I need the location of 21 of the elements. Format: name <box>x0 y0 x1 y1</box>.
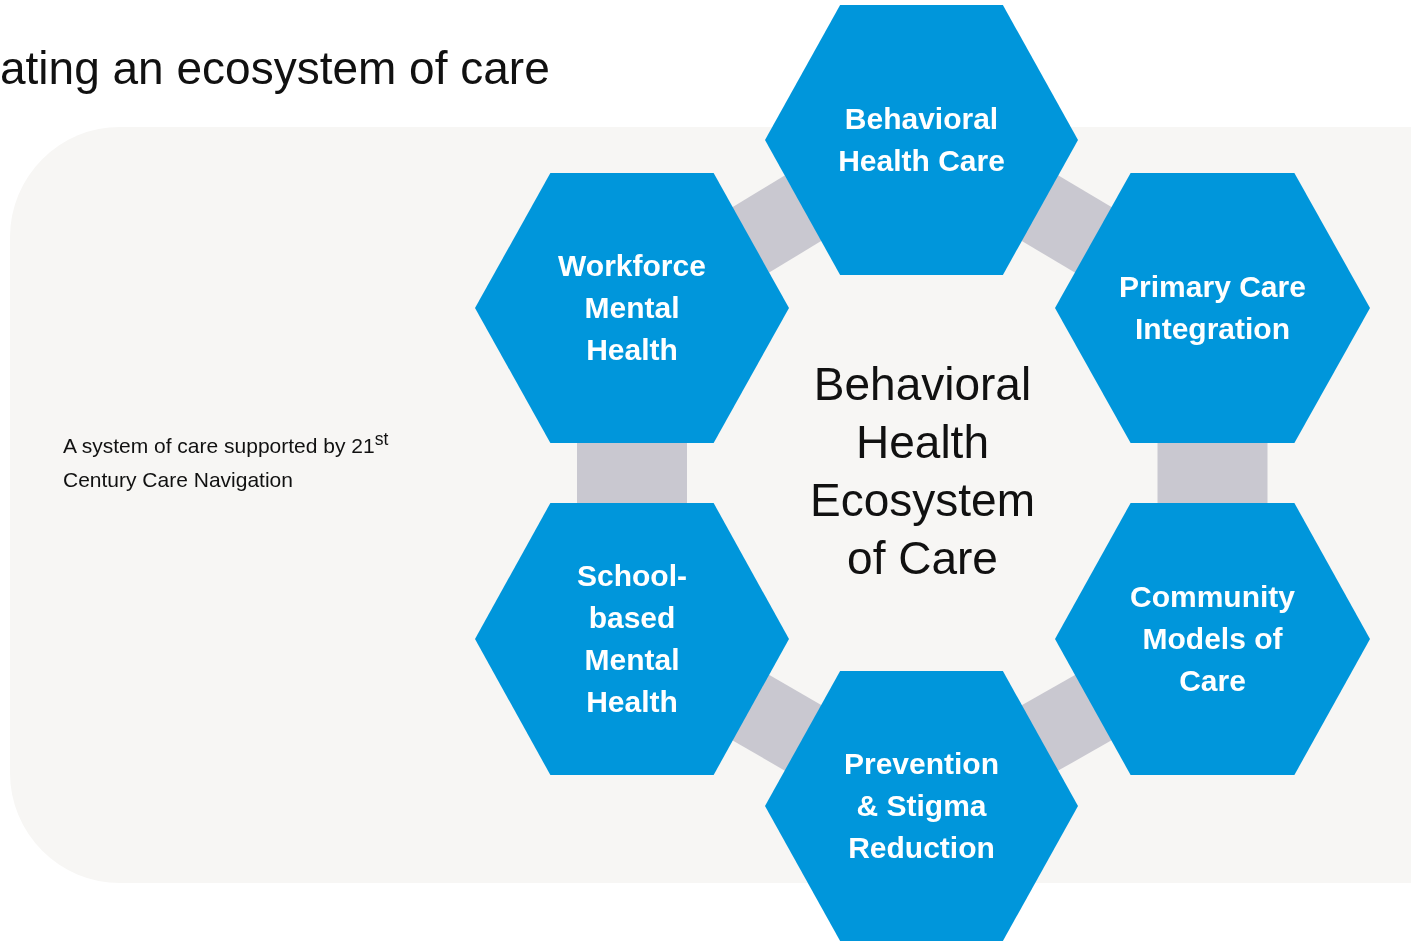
connector-band <box>730 175 824 273</box>
hexagon-label: Workforce Mental Health <box>557 248 707 368</box>
hexagon <box>1055 173 1370 443</box>
hexagon-label: Community Models of Care <box>1129 579 1296 699</box>
connector-band <box>1019 175 1114 273</box>
title: ating an ecosystem of care <box>0 41 550 96</box>
hexagon-label: School-based Mental Health <box>576 558 688 720</box>
description-text: A system of care supported by 21$^{st}$ Century Care Navigation <box>63 428 390 493</box>
connector-band <box>1157 443 1268 503</box>
hexagon <box>765 5 1078 275</box>
hexagon-label: Prevention & Stigma Reduction <box>842 746 1000 866</box>
connector-band <box>730 674 823 771</box>
connector-band <box>577 443 687 503</box>
hexagon-label: Behavioral Health Care <box>837 101 1006 179</box>
connector-band <box>1020 674 1113 772</box>
center-heading: Behavioral Health Ecosystem of Care <box>809 357 1036 586</box>
hexagon <box>765 671 1078 941</box>
hexagon <box>1055 503 1370 775</box>
hexagon-label: Primary Care Integration <box>1118 269 1307 347</box>
hexagon <box>475 173 789 443</box>
hexagon <box>475 503 789 775</box>
